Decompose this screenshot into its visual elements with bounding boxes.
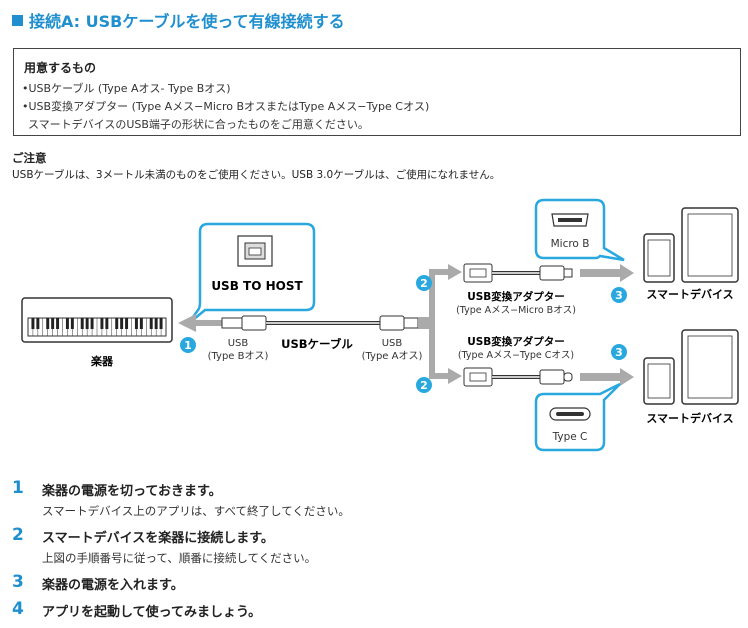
instrument-label: 楽器 — [90, 354, 114, 368]
smart-device-top-icon — [643, 207, 739, 283]
step-item: 2 スマートデバイスを楽器に接続します。 上図の手順番号に従って、順番に接続して… — [12, 525, 732, 566]
caution-heading: ご注意 — [12, 151, 47, 165]
title-square-icon — [12, 15, 23, 26]
prep-line-1: •USBケーブル (Type Aオス- Type Bオス) — [22, 82, 231, 95]
svg-text:3: 3 — [615, 289, 623, 302]
smart-device-bottom-label: スマートデバイス — [646, 411, 733, 425]
step-number: 3 — [12, 572, 24, 592]
svg-text:3: 3 — [615, 346, 623, 359]
usb-cable-icon — [221, 315, 419, 331]
prep-box: 用意するもの •USBケーブル (Type Aオス- Type Bオス) •US… — [13, 48, 741, 136]
adapter-bottom-label: USB変換アダプター — [467, 335, 565, 348]
adapter-top-type: (Type Aメス−Micro Bオス) — [456, 305, 576, 316]
prep-heading: 用意するもの — [24, 61, 97, 75]
caution-text: USBケーブルは、3メートル未満のものをご使用ください。USB 3.0ケーブルは… — [12, 169, 501, 181]
type-c-label: Type C — [552, 431, 588, 443]
step-2-badge-top — [416, 275, 432, 291]
steps-list: 1 楽器の電源を切っておきます。 スマートデバイス上のアプリは、すべて終了してく… — [12, 478, 732, 628]
micro-b-callout — [534, 198, 625, 262]
prep-line-2: •USB変換アダプター (Type Aメス−Micro BオスまたはType A… — [22, 100, 430, 113]
step-item: 3 楽器の電源を入れます。 — [12, 572, 732, 593]
step-item: 1 楽器の電源を切っておきます。 スマートデバイス上のアプリは、すべて終了してく… — [12, 478, 732, 519]
adapter-top-label: USB変換アダプター — [467, 290, 565, 303]
step-title: アプリを起動して使ってみましょう。 — [42, 605, 262, 620]
micro-b-label: Micro B — [551, 238, 590, 250]
usb-left-type: (Type Bオス) — [208, 350, 269, 362]
svg-text:2: 2 — [420, 379, 428, 392]
arrow-to-device-top-icon — [580, 264, 634, 282]
step-title: 楽器の電源を入れます。 — [42, 578, 184, 593]
usb-right-type: (Type Aオス) — [362, 350, 423, 362]
instrument-keyboard-icon — [21, 297, 173, 343]
prep-line-3: スマートデバイスのUSB端子の形状に合ったものをご用意ください。 — [28, 118, 369, 131]
step-3-badge-top — [611, 287, 627, 303]
arrow-to-instrument-icon — [178, 314, 222, 332]
step-number: 4 — [12, 599, 24, 619]
usb-cable-label: USBケーブル — [281, 337, 353, 351]
usb-right-label: USB — [382, 338, 403, 349]
adapter-micro-b-icon — [463, 263, 573, 283]
page-title: 接続A: USBケーブルを使って有線接続する — [12, 8, 345, 32]
svg-text:1: 1 — [184, 339, 192, 352]
step-number: 2 — [12, 525, 24, 545]
step-number: 1 — [12, 478, 24, 498]
step-1-badge — [180, 337, 196, 353]
usb-left-label: USB — [228, 338, 249, 349]
adapter-type-c-icon — [463, 367, 573, 387]
type-c-callout — [534, 382, 621, 452]
step-item: 4 アプリを起動して使ってみましょう。 — [12, 599, 732, 620]
smart-device-top-label: スマートデバイス — [646, 287, 733, 301]
step-title: スマートデバイスを楽器に接続します。 — [42, 531, 274, 546]
adapter-bottom-type: (Type Aメス−Type Cオス) — [458, 350, 574, 361]
title-text: 接続A: USBケーブルを使って有線接続する — [29, 12, 345, 31]
step-title: 楽器の電源を切っておきます。 — [42, 484, 222, 499]
connection-diagram: 楽器 USB TO HOST USB (Type Bオス) USBケーブル US… — [21, 198, 739, 452]
step-3-badge-bottom — [611, 344, 627, 360]
arrow-to-device-bottom-icon — [580, 368, 634, 386]
svg-text:2: 2 — [420, 277, 428, 290]
smart-device-bottom-icon — [643, 329, 739, 405]
usb-to-host-label: USB TO HOST — [211, 279, 303, 293]
step-sub: スマートデバイス上のアプリは、すべて終了してください。 — [42, 504, 350, 518]
step-2-badge-bottom — [416, 377, 432, 393]
usb-to-host-callout — [186, 222, 316, 325]
step-sub: 上図の手順番号に従って、順番に接続してください。 — [42, 551, 317, 565]
branch-arrows-icon — [418, 264, 462, 384]
